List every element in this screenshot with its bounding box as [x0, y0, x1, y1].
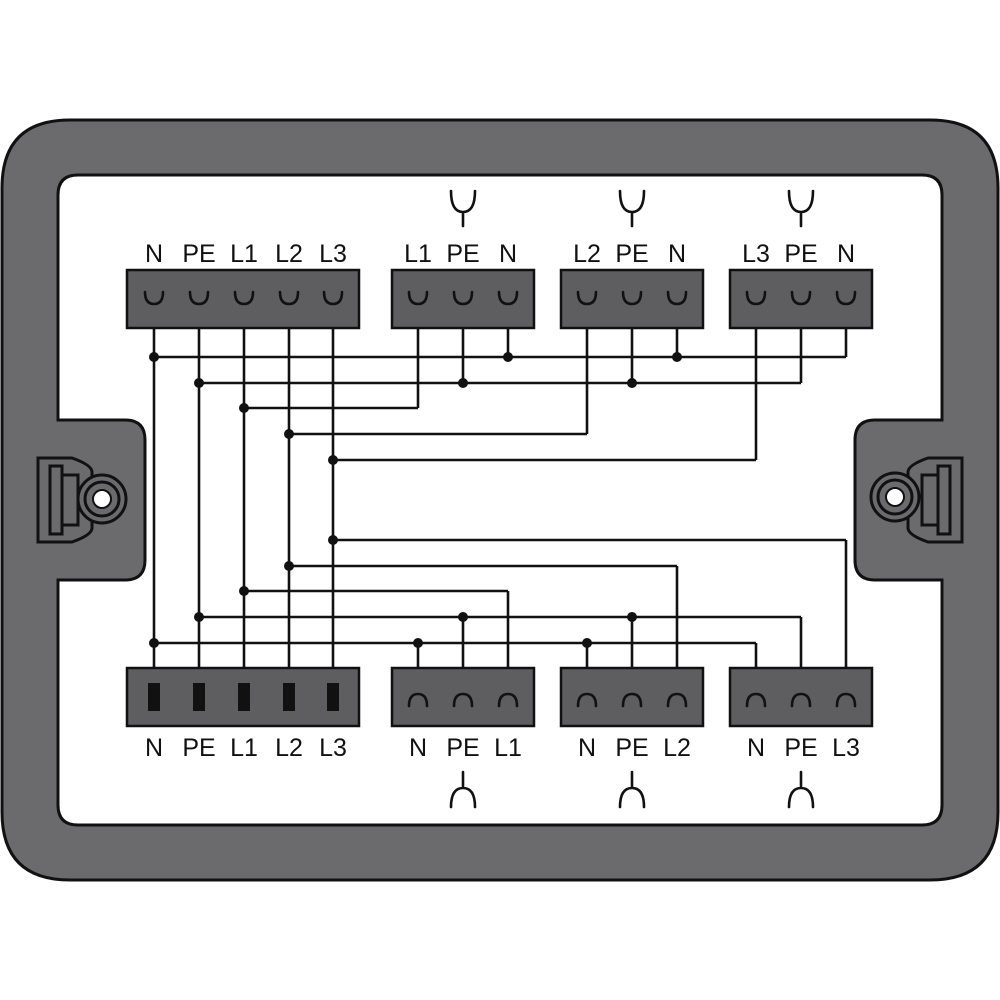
- connector-main-in: N PE L1 L2 L3: [125, 240, 361, 330]
- socket-contact-icon: [576, 692, 598, 708]
- junction-dot: [458, 612, 468, 622]
- junction-dot: [194, 378, 204, 388]
- wiring: [149, 300, 848, 695]
- terminal-label: L3: [742, 240, 770, 268]
- terminal-label: PE: [615, 734, 648, 762]
- socket-contact-icon: [188, 290, 210, 306]
- housing-frame: [0, 118, 1000, 882]
- terminal-label: L1: [230, 240, 258, 268]
- terminal-label: L3: [319, 734, 347, 762]
- left-mounting-tab: [36, 456, 128, 544]
- junction-dot: [149, 638, 159, 648]
- terminal-label: PE: [182, 734, 215, 762]
- male-plug-icon: [787, 770, 815, 809]
- junction-dot: [627, 378, 637, 388]
- junction-dot: [149, 352, 159, 362]
- socket-contact-icon: [278, 290, 300, 306]
- socket-contact-icon: [576, 290, 598, 306]
- pin-contact-icon: [327, 683, 339, 711]
- socket-contact-icon: [621, 692, 643, 708]
- socket-contact-icon: [745, 290, 767, 306]
- socket-contact-icon: [452, 290, 474, 306]
- terminal-label: L2: [573, 240, 601, 268]
- terminal-label: L1: [230, 734, 258, 762]
- female-plug-icon: [787, 189, 815, 228]
- terminal-label: N: [145, 734, 163, 762]
- junction-dot: [582, 638, 592, 648]
- junction-dot: [672, 352, 682, 362]
- socket-contact-icon: [621, 290, 643, 306]
- junction-dot: [627, 612, 637, 622]
- terminal-label: N: [409, 734, 427, 762]
- junction-dot: [239, 403, 249, 413]
- terminal-label: L2: [275, 240, 303, 268]
- socket-contact-icon: [666, 692, 688, 708]
- socket-contact-icon: [497, 290, 519, 306]
- terminal-label: N: [837, 240, 855, 268]
- terminal-label: PE: [615, 240, 648, 268]
- right-mounting-tab: [869, 456, 964, 544]
- terminal-label: N: [578, 734, 596, 762]
- junction-dot: [328, 535, 338, 545]
- terminal-label: L3: [832, 734, 860, 762]
- terminal-label: L2: [275, 734, 303, 762]
- pin-contact-icon: [193, 683, 205, 711]
- right-clip-slot: [920, 464, 952, 536]
- pin-contact-icon: [148, 683, 160, 711]
- socket-contact-icon: [233, 290, 255, 306]
- male-plug-icon: [449, 770, 477, 809]
- connector-out-5: N PE L2: [559, 666, 705, 809]
- terminal-label: N: [499, 240, 517, 268]
- terminal-label: L3: [319, 240, 347, 268]
- socket-contact-icon: [407, 692, 429, 708]
- top-connectors: N PE L1 L2 L3 L1 PE N L2 PE N: [125, 189, 874, 330]
- socket-contact-icon: [835, 692, 857, 708]
- pin-contact-icon: [283, 683, 295, 711]
- socket-contact-icon: [322, 290, 344, 306]
- connector-out-1: L1 PE N: [390, 189, 536, 330]
- junction-dot: [194, 612, 204, 622]
- terminal-label: N: [668, 240, 686, 268]
- terminal-label: PE: [446, 734, 479, 762]
- mounting-screw-icon: [76, 473, 128, 525]
- terminal-label: L1: [404, 240, 432, 268]
- socket-contact-icon: [835, 290, 857, 306]
- connector-out-6: N PE L3: [728, 666, 874, 809]
- female-plug-icon: [618, 189, 646, 228]
- junction-dot: [284, 561, 294, 571]
- terminal-label: PE: [784, 734, 817, 762]
- terminal-label: PE: [446, 240, 479, 268]
- socket-contact-icon: [666, 290, 688, 306]
- junction-dot: [458, 378, 468, 388]
- socket-contact-icon: [497, 692, 519, 708]
- connector-out-3: L3 PE N: [728, 189, 874, 330]
- socket-contact-icon: [407, 290, 429, 306]
- male-plug-icon: [618, 770, 646, 809]
- terminal-label: PE: [182, 240, 215, 268]
- junction-dot: [503, 352, 513, 362]
- mounting-screw-icon: [869, 471, 921, 523]
- socket-contact-icon: [790, 290, 812, 306]
- terminal-label: N: [747, 734, 765, 762]
- junction-dot: [413, 638, 423, 648]
- connector-main-out: N PE L1 L2 L3: [125, 666, 361, 762]
- bottom-connectors: N PE L1 L2 L3 N PE L1 N PE L2: [125, 666, 874, 809]
- terminal-label: L1: [494, 734, 522, 762]
- terminal-label: L2: [663, 734, 691, 762]
- junction-dot: [239, 586, 249, 596]
- socket-contact-icon: [452, 692, 474, 708]
- terminal-label: N: [145, 240, 163, 268]
- female-plug-icon: [449, 189, 477, 228]
- connector-out-4: N PE L1: [390, 666, 536, 809]
- socket-contact-icon: [790, 692, 812, 708]
- junction-dot: [328, 455, 338, 465]
- pin-contact-icon: [238, 683, 250, 711]
- socket-contact-icon: [745, 692, 767, 708]
- terminal-label: PE: [784, 240, 817, 268]
- connector-out-2: L2 PE N: [559, 189, 705, 330]
- junction-dot: [284, 429, 294, 439]
- socket-contact-icon: [143, 290, 165, 306]
